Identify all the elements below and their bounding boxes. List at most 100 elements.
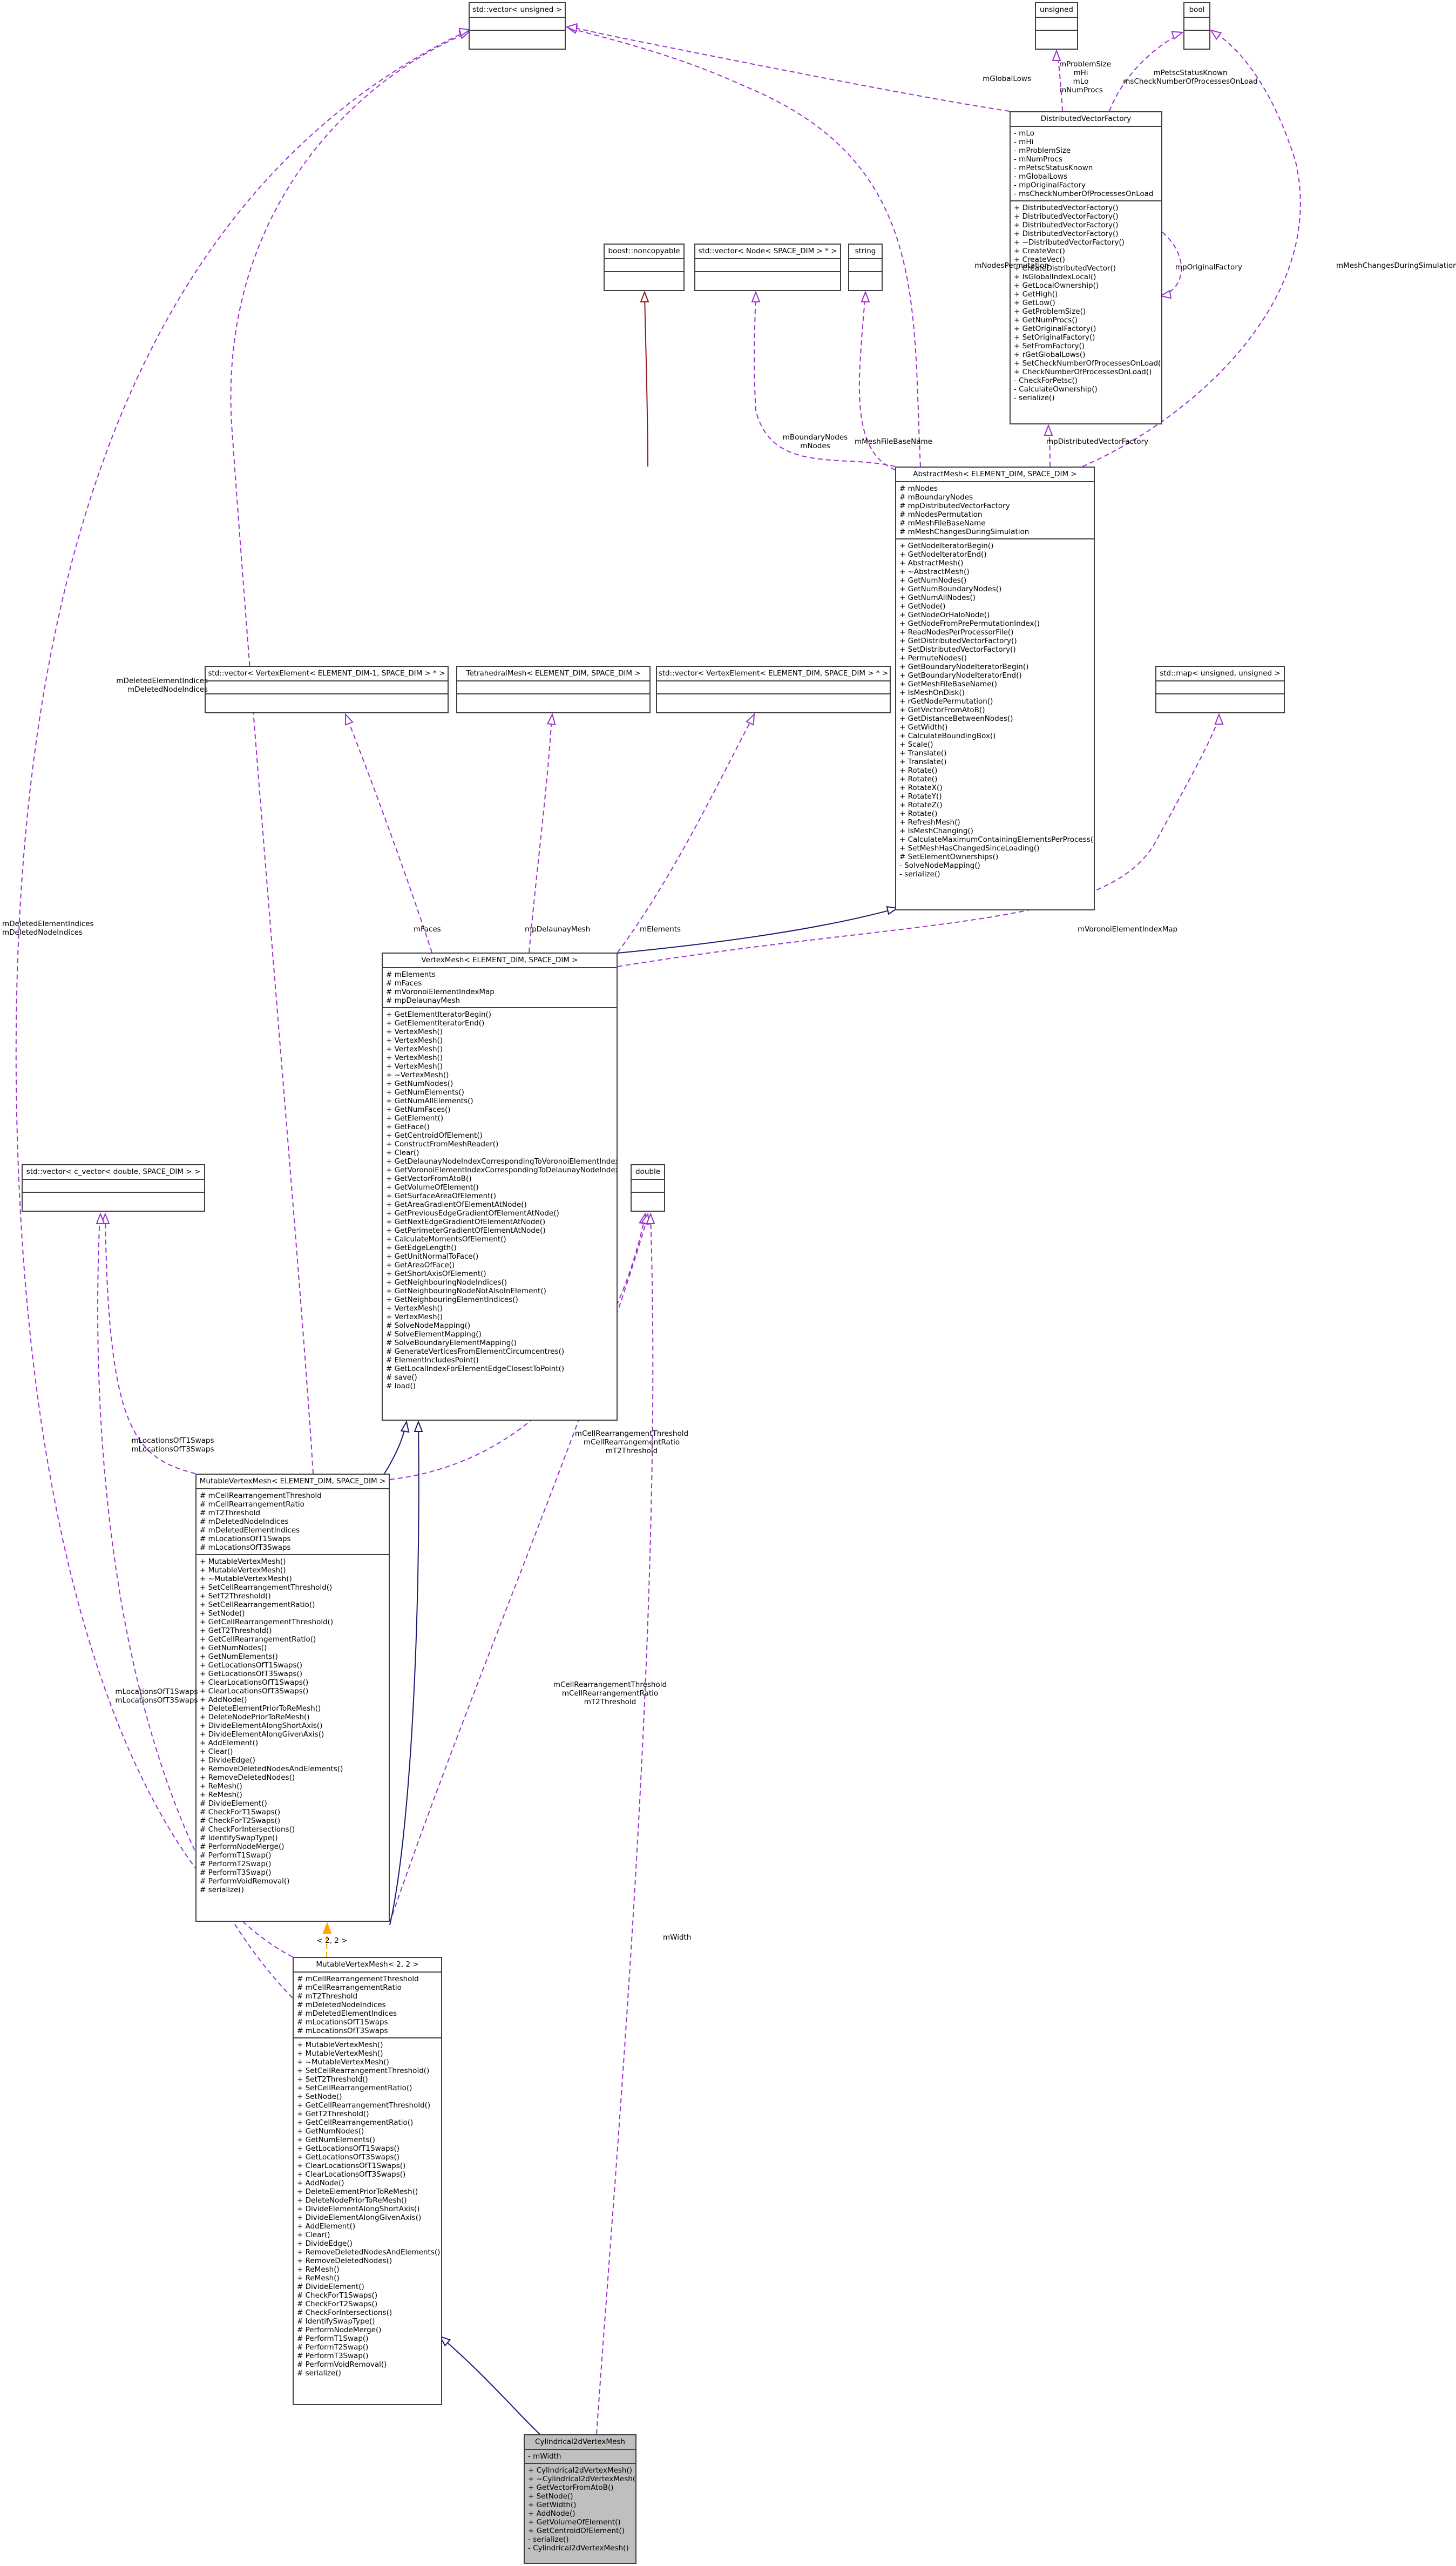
class-attribute: - mProblemSize — [1014, 146, 1071, 155]
class-attributes-section — [1156, 681, 1284, 694]
class-method: + Translate() — [899, 758, 947, 766]
class-method: + GetPreviousEdgeGradientOfElementAtNode… — [386, 1209, 559, 1218]
class-attribute: - mNumProcs — [1014, 155, 1062, 164]
class-unsigned[interactable]: unsigned — [1035, 2, 1078, 50]
class-std-vector-vertex-element[interactable]: std::vector< VertexElement< ELEMENT_DIM,… — [656, 666, 891, 713]
edge-label-voronoi-map: mVoronoiElementIndexMap — [1078, 925, 1178, 934]
class-attribute: # mT2Threshold — [200, 1509, 261, 1517]
class-attributes-section: # mElements# mFaces# mVoronoiElementInde… — [383, 968, 617, 1008]
usage-arrowhead — [746, 713, 755, 726]
class-methods-section — [457, 694, 649, 706]
usage-edge — [346, 716, 432, 953]
class-method: + DivideElementAlongGivenAxis() — [200, 1730, 324, 1739]
class-attribute: # mLocationsOfT1Swaps — [297, 2018, 388, 2027]
usage-arrowhead — [1044, 424, 1053, 436]
class-method: + GetNeighbouringNodeIndices() — [386, 1278, 507, 1287]
class-attribute: # mFaces — [386, 979, 422, 988]
class-method: + GetCellRearrangementThreshold() — [297, 2101, 431, 2110]
class-method: - SolveNodeMapping() — [899, 861, 980, 870]
class-methods-section — [23, 1193, 204, 1205]
usage-edge — [389, 1216, 648, 1923]
class-method: + AddNode() — [200, 1696, 247, 1704]
class-method: # PerformNodeMerge() — [200, 1842, 285, 1851]
class-method: + IsMeshChanging() — [899, 827, 973, 835]
class-std-vector-c-vector[interactable]: std::vector< c_vector< double, SPACE_DIM… — [22, 1164, 205, 1212]
class-methods-section — [1156, 694, 1284, 706]
class-method: # GetLocalIndexForElementEdgeClosestToPo… — [386, 1365, 565, 1373]
class-attribute: - mHi — [1014, 138, 1034, 146]
class-method: + SetNode() — [528, 2492, 573, 2501]
class-title: MutableVertexMesh< 2, 2 > — [294, 1958, 441, 1973]
class-attributes-section — [206, 681, 448, 694]
class-attribute: # mMeshFileBaseName — [899, 519, 986, 528]
class-mutable-vertex-mesh-2-2[interactable]: MutableVertexMesh< 2, 2 ># mCellRearrang… — [293, 1957, 442, 2405]
class-cylindrical-2d-vertex-mesh[interactable]: Cylindrical2dVertexMesh- mWidth+ Cylindr… — [524, 2434, 636, 2564]
class-methods-section — [632, 1193, 664, 1205]
class-method: + GetCellRearrangementRatio() — [297, 2118, 414, 2127]
class-attributes-section — [605, 259, 683, 272]
class-method: + AddElement() — [200, 1739, 259, 1747]
class-title: std::vector< VertexElement< ELEMENT_DIM-… — [206, 667, 448, 681]
class-method: + Cylindrical2dVertexMesh() — [528, 2466, 633, 2475]
usage-arrowhead — [1052, 49, 1061, 61]
usage-arrowhead — [751, 291, 761, 302]
class-method: + GetMeshFileBaseName() — [899, 680, 998, 688]
class-attribute: # mNodesPermutation — [899, 510, 983, 519]
class-boost-noncopyable[interactable]: boost::noncopyable — [604, 244, 685, 291]
class-method: + GetLocationsOfT1Swaps() — [297, 2144, 400, 2153]
class-std-map-unsigned-unsigned[interactable]: std::map< unsigned, unsigned > — [1155, 666, 1285, 713]
inheritance-arrowhead — [640, 291, 649, 302]
class-method: + GetNumNodes() — [899, 576, 967, 585]
class-attributes-section: - mLo- mHi- mProblemSize- mNumProcs- mPe… — [1011, 127, 1161, 201]
class-std-vector-unsigned[interactable]: std::vector< unsigned > — [469, 2, 566, 50]
class-bool[interactable]: bool — [1183, 2, 1210, 50]
class-method: # PerformT1Swap() — [200, 1851, 272, 1860]
class-method: + GetCellRearrangementThreshold() — [200, 1618, 334, 1626]
class-attribute: # mBoundaryNodes — [899, 493, 973, 502]
class-method: # PerformT1Swap() — [297, 2334, 369, 2343]
inheritance-edge-vertex-2 — [389, 1423, 419, 1926]
edge-label-vtx-deleted-nodes: mDeletedNodeIndices — [127, 685, 208, 694]
inheritance-arrowhead — [438, 2335, 451, 2347]
class-method: + GetVoronoiElementIndexCorrespondingToD… — [386, 1166, 618, 1174]
class-method: # DivideElement() — [200, 1799, 267, 1808]
usage-arrowhead — [1159, 289, 1172, 299]
edge-label-mesh-changes: mMeshChangesDuringSimulation — [1336, 261, 1456, 270]
class-methods-section — [206, 694, 448, 706]
class-string[interactable]: string — [848, 244, 883, 291]
class-attributes-section — [23, 1180, 204, 1193]
class-title: TetrahedralMesh< ELEMENT_DIM, SPACE_DIM … — [457, 667, 649, 681]
class-attributes-section — [1036, 18, 1077, 31]
class-double[interactable]: double — [631, 1164, 665, 1212]
usage-arrowhead — [458, 28, 471, 37]
class-method: # serialize() — [200, 1886, 244, 1894]
class-method: + ClearLocationsOfT3Swaps() — [200, 1687, 309, 1696]
class-methods-section — [849, 272, 882, 284]
class-attribute: - mPetscStatusKnown — [1014, 164, 1093, 172]
class-tetrahedral-mesh[interactable]: TetrahedralMesh< ELEMENT_DIM, SPACE_DIM … — [456, 666, 651, 713]
class-std-vector-node[interactable]: std::vector< Node< SPACE_DIM > * > — [694, 244, 841, 291]
class-method: + GetElementIteratorEnd() — [386, 1019, 485, 1028]
class-title: unsigned — [1036, 3, 1077, 18]
class-distributed-vector-factory[interactable]: DistributedVectorFactory- mLo- mHi- mPro… — [1010, 111, 1162, 424]
class-method: + ~AbstractMesh() — [899, 568, 970, 576]
class-method: + VertexMesh() — [386, 1028, 443, 1036]
class-method: + AddNode() — [528, 2509, 575, 2518]
class-method: + ClearLocationsOfT1Swaps() — [297, 2162, 406, 2170]
class-vertex-mesh[interactable]: VertexMesh< ELEMENT_DIM, SPACE_DIM ># mE… — [382, 953, 618, 1421]
class-method: + Rotate() — [899, 775, 938, 784]
edge-label-rearrangement-threshold: mCellRearrangementThreshold — [574, 1429, 689, 1438]
class-method: + GetNodeFromPrePermutationIndex() — [899, 619, 1040, 628]
class-methods-section: + Cylindrical2dVertexMesh()+ ~Cylindrica… — [525, 2464, 635, 2555]
edge-label-boundary-nodes: mBoundaryNodes — [782, 433, 848, 442]
class-method: + AddNode() — [297, 2179, 344, 2187]
class-std-vector-vertex-element-dim-minus-1[interactable]: std::vector< VertexElement< ELEMENT_DIM-… — [205, 666, 449, 713]
class-method: + RemoveDeletedNodesAndElements() — [297, 2248, 441, 2257]
class-method: + SetDistributedVectorFactory() — [899, 645, 1016, 654]
class-method: + GetDistanceBetweenNodes() — [899, 714, 1013, 723]
class-attributes-section — [1184, 18, 1209, 31]
edge-label-hi: mHi — [1073, 69, 1088, 77]
class-mutable-vertex-mesh-template[interactable]: MutableVertexMesh< ELEMENT_DIM, SPACE_DI… — [195, 1474, 390, 1922]
class-abstract-mesh[interactable]: AbstractMesh< ELEMENT_DIM, SPACE_DIM ># … — [895, 467, 1095, 910]
